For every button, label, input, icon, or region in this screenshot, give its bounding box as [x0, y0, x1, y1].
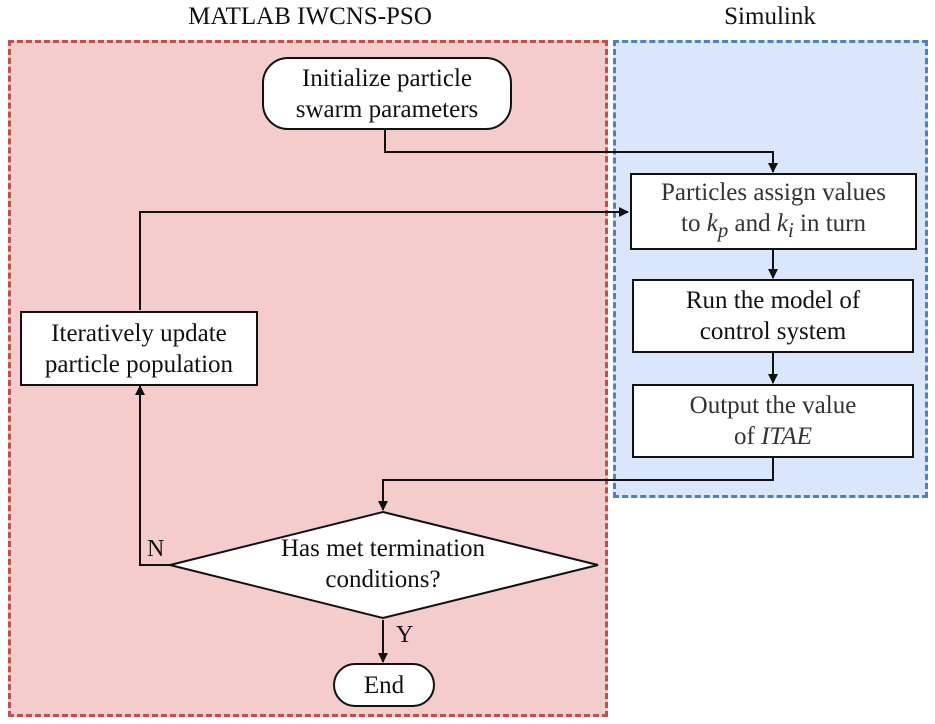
- update-line1: Iteratively update: [51, 319, 227, 347]
- output-itae-node: Output the value of ITAE: [632, 384, 914, 458]
- matlab-title: MATLAB IWCNS-PSO: [188, 3, 432, 30]
- run-line2: control system: [699, 318, 847, 345]
- output-line1: Output the value: [689, 392, 857, 419]
- initialize-node: Initialize particle swarm parameters: [262, 57, 512, 130]
- yes-label: Y: [396, 622, 414, 648]
- decision-text: Has met termination conditions?: [230, 533, 536, 595]
- decision-diamond: [169, 510, 599, 620]
- end-label: End: [363, 671, 405, 699]
- update-line2: particle population: [44, 350, 234, 378]
- edge-init-to-assign: [384, 130, 778, 173]
- run-model-node: Run the model of control system: [632, 279, 914, 353]
- edge-update-to-assign: [139, 207, 629, 310]
- assign-values-node: Particles assign values to kp and ki in …: [630, 173, 917, 250]
- ki-symbol: ki: [776, 210, 794, 242]
- output-of-text: of: [733, 423, 762, 450]
- end-node: End: [333, 663, 435, 707]
- initialize-line1: Initialize particle: [301, 64, 473, 92]
- output-line2: of ITAE: [690, 421, 857, 452]
- assign-in-turn-text: in turn: [793, 210, 866, 237]
- assign-and-text: and: [728, 210, 777, 237]
- itae-symbol: ITAE: [761, 423, 812, 450]
- edge-decision-to-update: [135, 385, 170, 566]
- kp-symbol: kp: [706, 210, 729, 242]
- decision-line1: Has met termination: [280, 535, 486, 562]
- iterative-update-node: Iteratively update particle population: [20, 311, 258, 386]
- assign-line2: to kp and ki in turn: [661, 208, 886, 246]
- decision-line2: conditions?: [325, 566, 441, 593]
- simulink-title: Simulink: [724, 3, 816, 30]
- no-label: N: [147, 536, 165, 562]
- initialize-line2: swarm parameters: [295, 95, 479, 123]
- assign-to-text: to: [681, 210, 707, 237]
- edge-output-to-decision: [378, 458, 774, 511]
- assign-line1: Particles assign values: [661, 179, 886, 206]
- run-line1: Run the model of: [685, 287, 861, 314]
